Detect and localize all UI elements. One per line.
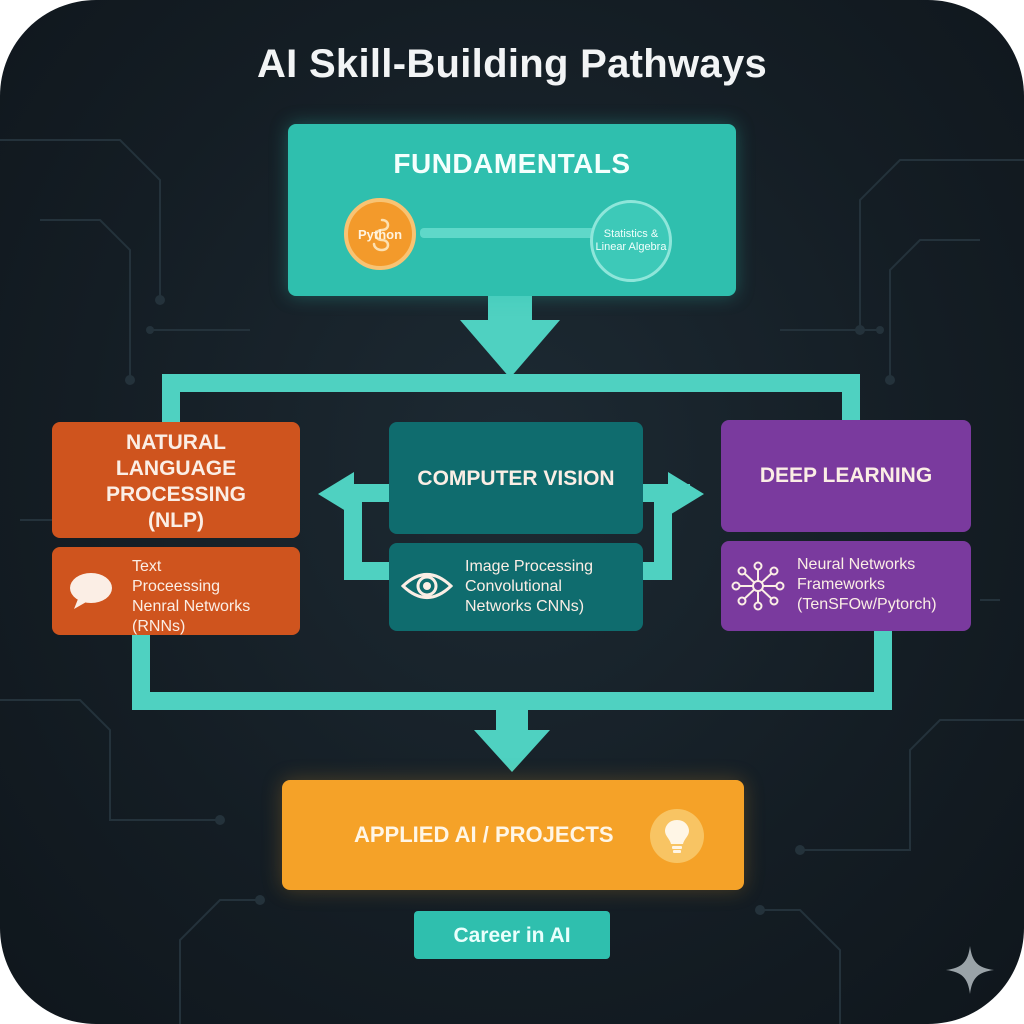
cv-left-branch-h: [344, 562, 392, 580]
bus-left-drop: [162, 374, 180, 426]
nlp-title-line-3: PROCESSING: [105, 483, 247, 506]
cv-right-branch-h: [640, 562, 672, 580]
deep-learning-box: DEEP LEARNING: [721, 420, 971, 532]
cv-right-arrow: [668, 472, 704, 516]
lightbulb-icon: [665, 820, 689, 853]
applied-arrow: [474, 730, 550, 772]
python-snake-icon: [372, 218, 390, 252]
computer-vision-box: COMPUTER VISION: [389, 422, 643, 534]
cv-details-box: Image Processing Convolutional Networks …: [389, 543, 643, 631]
cv-right-branch-v: [654, 500, 672, 580]
cv-left-branch-top: [344, 484, 394, 502]
dl-item-3: (TenSFOw/Pytorch): [797, 596, 937, 613]
dl-item-2: Frameworks: [797, 576, 886, 593]
nlp-item-1: Text: [132, 558, 162, 575]
cv-title: COMPUTER VISION: [417, 467, 615, 490]
lightbulb-badge: [650, 809, 704, 863]
neural-network-icon: [731, 561, 785, 611]
cv-item-1: Image Processing: [465, 558, 594, 575]
nlp-details-box: Text Proceessing Nenral Networks (RNNs): [52, 547, 300, 635]
cv-left-arrow: [318, 472, 354, 516]
nlp-item-4: (RNNs): [132, 618, 186, 635]
speech-bubble-icon: [70, 573, 112, 609]
cv-item-2: Convolutional: [465, 578, 562, 595]
career-box: Career in AI: [414, 911, 610, 959]
sparkle-icon: [946, 946, 994, 994]
bus-right-drop: [842, 374, 860, 424]
fundamentals-title: FUNDAMENTALS: [393, 148, 631, 179]
diagram-title: AI Skill-Building Pathways: [256, 42, 768, 86]
dl-title: DEEP LEARNING: [759, 464, 933, 487]
applied-label: APPLIED AI / PROJECTS: [354, 822, 614, 847]
cv-item-3: Networks CNNs): [465, 598, 585, 615]
bottom-right-rise: [874, 630, 892, 710]
nlp-title-line-4: (NLP): [148, 509, 204, 532]
fundamentals-link-bar: [420, 228, 596, 238]
eye-icon: [401, 573, 453, 599]
nlp-title-line-1: NATURAL: [126, 431, 226, 454]
top-bus: [162, 374, 860, 392]
dl-details-box: Neural Networks Frameworks (TenSFOw/Pyto…: [721, 541, 971, 631]
nlp-item-2: Proceessing: [132, 578, 221, 595]
python-label: Python: [357, 226, 403, 242]
nlp-item-3: Nenral Networks: [132, 598, 251, 615]
nlp-box: NATURAL LANGUAGE PROCESSING (NLP): [52, 422, 300, 538]
bottom-bus: [132, 692, 892, 710]
python-badge: Python: [344, 198, 416, 270]
statistics-label: Statistics & Linear Algebra: [595, 228, 667, 253]
cv-left-branch-v: [344, 500, 362, 580]
nlp-title-line-2: LANGUAGE: [115, 457, 237, 480]
statistics-badge: Statistics & Linear Algebra: [590, 200, 672, 282]
bottom-left-rise: [132, 630, 150, 710]
fundamentals-arrow: [460, 320, 560, 378]
dl-item-1: Neural Networks: [797, 556, 916, 573]
career-label: Career in AI: [453, 924, 571, 947]
applied-stem: [496, 708, 528, 732]
